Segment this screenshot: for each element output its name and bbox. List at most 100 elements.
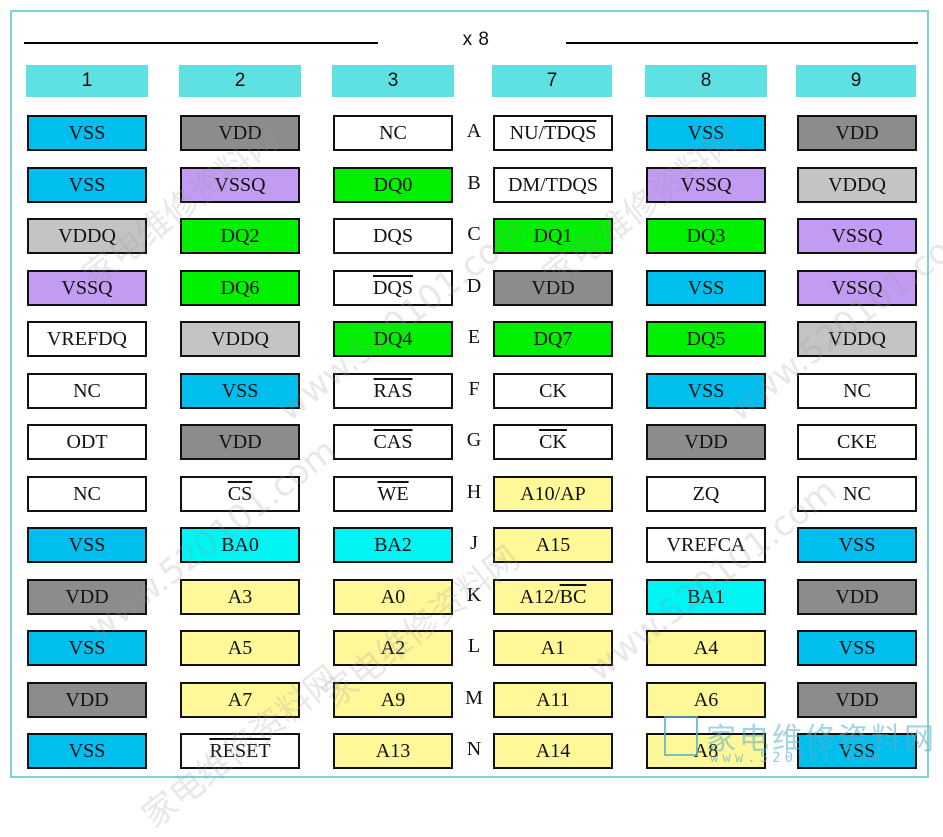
- pin-label: VSS: [838, 534, 876, 556]
- pin-B3: DQ0: [333, 167, 453, 203]
- pin-C7: DQ1: [493, 218, 613, 254]
- pin-L9: VSS: [797, 630, 917, 666]
- row-label-N: N: [466, 738, 482, 760]
- pin-label: NC: [379, 122, 407, 144]
- pin-label: VSSQ: [214, 174, 266, 196]
- pin-H9: NC: [797, 476, 917, 512]
- pin-label: VDDQ: [828, 328, 886, 350]
- pin-label: VSS: [68, 122, 106, 144]
- pin-label: A11: [536, 689, 570, 711]
- pin-J7: A15: [493, 527, 613, 563]
- pin-label: VDD: [65, 689, 109, 711]
- pin-label: A12/: [519, 586, 560, 608]
- pin-K9: VDD: [797, 579, 917, 615]
- pin-label: NC: [73, 380, 101, 402]
- logo-text: 家电维修资料网: [706, 722, 937, 757]
- pin-label-overlined: RAS: [373, 380, 413, 402]
- pin-label-overlined: WE: [377, 483, 409, 505]
- pin-label: VSS: [838, 637, 876, 659]
- pin-L8: A4: [646, 630, 766, 666]
- pin-A9: VDD: [797, 115, 917, 151]
- pin-label: VDD: [835, 689, 879, 711]
- row-label-G: G: [466, 429, 482, 451]
- row-label-B: B: [467, 172, 481, 194]
- pin-D3: DQS: [333, 270, 453, 306]
- pin-A1: VSS: [27, 115, 147, 151]
- pin-N2: RESET: [180, 733, 300, 769]
- pin-label: VDDQ: [58, 225, 116, 247]
- pin-label: A14: [535, 740, 571, 762]
- column-header-7: 7: [492, 65, 612, 97]
- pin-B2: VSSQ: [180, 167, 300, 203]
- pin-label: NC: [843, 483, 871, 505]
- pin-label: DQ7: [533, 328, 573, 350]
- pin-F2: VSS: [180, 373, 300, 409]
- pin-C2: DQ2: [180, 218, 300, 254]
- pin-label: VSSQ: [61, 277, 113, 299]
- pin-B9: VDDQ: [797, 167, 917, 203]
- pin-label: VDD: [835, 586, 879, 608]
- pin-label-overlined: CAS: [373, 431, 413, 453]
- pin-A8: VSS: [646, 115, 766, 151]
- pin-label: VSS: [68, 740, 106, 762]
- pin-G2: VDD: [180, 424, 300, 460]
- pin-label: BA0: [221, 534, 259, 556]
- pin-H2: CS: [180, 476, 300, 512]
- row-label-C: C: [467, 223, 481, 245]
- pin-H3: WE: [333, 476, 453, 512]
- pin-M2: A7: [180, 682, 300, 718]
- pin-label: NU/: [509, 122, 545, 144]
- pin-label: DQ0: [373, 174, 413, 196]
- pin-label-overlined: RESET: [209, 740, 271, 762]
- pin-E9: VDDQ: [797, 321, 917, 357]
- pin-label: A5: [227, 637, 253, 659]
- pin-label: VSS: [221, 380, 259, 402]
- row-label-A: A: [466, 120, 482, 142]
- pin-E2: VDDQ: [180, 321, 300, 357]
- pin-N7: A14: [493, 733, 613, 769]
- pin-label: VSS: [68, 637, 106, 659]
- column-header-8: 8: [645, 65, 767, 97]
- pin-C9: VSSQ: [797, 218, 917, 254]
- pin-E1: VREFDQ: [27, 321, 147, 357]
- pin-label: DM/TDQS: [507, 174, 598, 196]
- pin-label: A4: [693, 637, 719, 659]
- pin-label: A15: [535, 534, 571, 556]
- pin-C1: VDDQ: [27, 218, 147, 254]
- pin-A3: NC: [333, 115, 453, 151]
- pin-K2: A3: [180, 579, 300, 615]
- pin-label: VSS: [68, 534, 106, 556]
- row-label-D: D: [466, 275, 482, 297]
- pin-B7: DM/TDQS: [493, 167, 613, 203]
- pin-label: VSS: [838, 740, 876, 762]
- pin-label: DQ4: [373, 328, 413, 350]
- row-label-K: K: [466, 584, 482, 606]
- pin-label: VDD: [684, 431, 728, 453]
- pin-J1: VSS: [27, 527, 147, 563]
- pin-E8: DQ5: [646, 321, 766, 357]
- pin-H8: ZQ: [646, 476, 766, 512]
- pin-label: BA1: [687, 586, 725, 608]
- title-rule-right: [566, 42, 918, 44]
- pin-L1: VSS: [27, 630, 147, 666]
- pin-label: BA2: [374, 534, 412, 556]
- pin-N9: VSS: [797, 733, 917, 769]
- pin-D8: VSS: [646, 270, 766, 306]
- pin-H1: NC: [27, 476, 147, 512]
- pin-K1: VDD: [27, 579, 147, 615]
- pin-label: ZQ: [692, 483, 720, 505]
- pin-label: CK: [539, 380, 567, 402]
- pin-label: CKE: [837, 431, 877, 453]
- pin-F9: NC: [797, 373, 917, 409]
- pin-label: VDD: [218, 122, 262, 144]
- pin-F8: VSS: [646, 373, 766, 409]
- row-label-J: J: [470, 532, 478, 554]
- pin-J8: VREFCA: [646, 527, 766, 563]
- pin-E3: DQ4: [333, 321, 453, 357]
- pin-label: DQ6: [220, 277, 260, 299]
- pin-M8: A6: [646, 682, 766, 718]
- pin-label: A8: [693, 740, 719, 762]
- pin-N3: A13: [333, 733, 453, 769]
- pin-H7: A10/AP: [493, 476, 613, 512]
- pin-label: VDDQ: [211, 328, 269, 350]
